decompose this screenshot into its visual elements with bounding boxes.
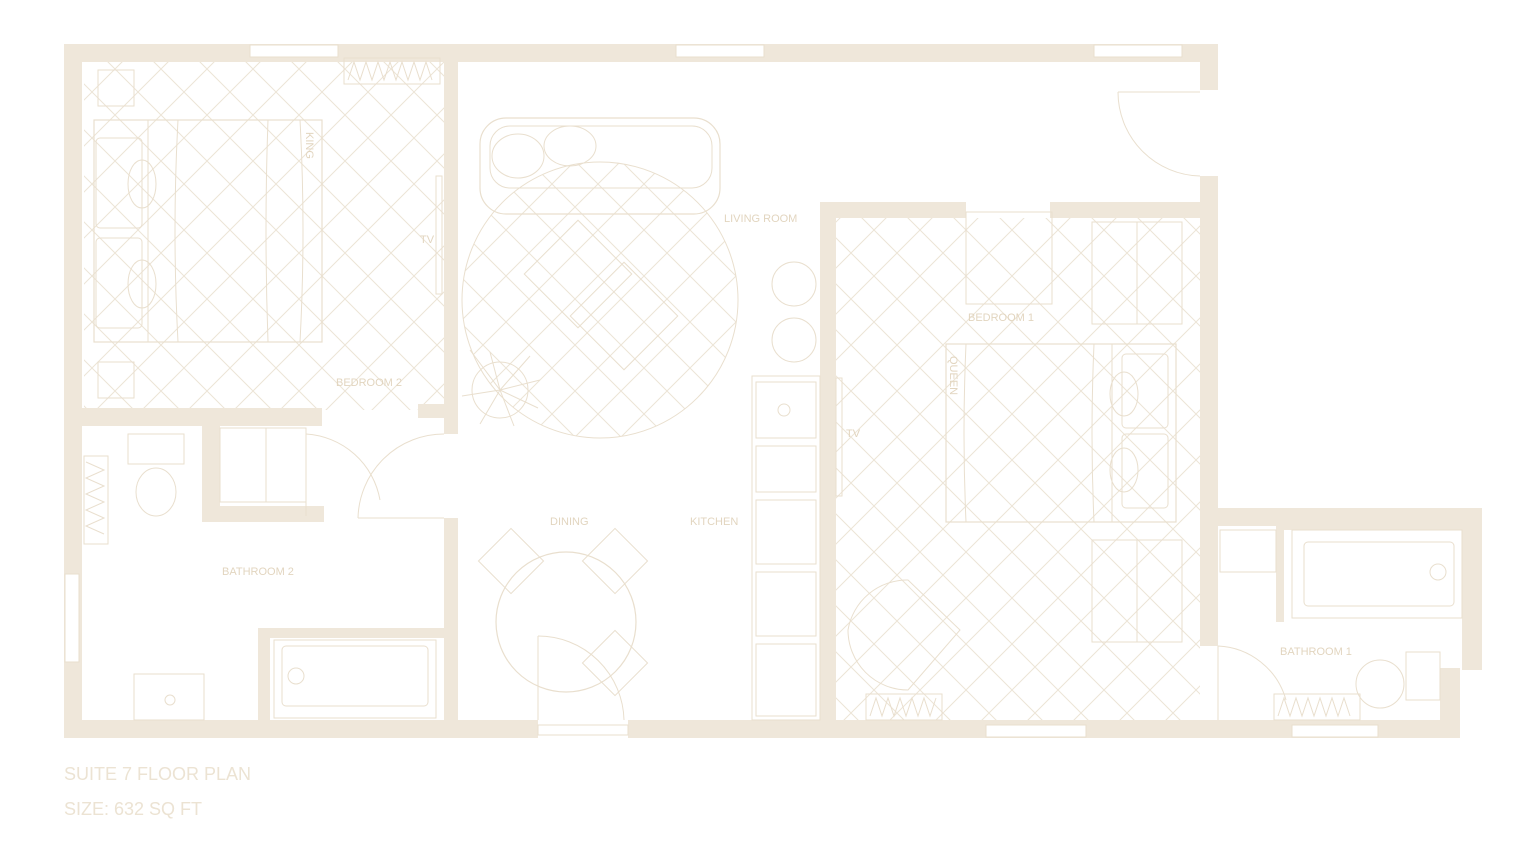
- stools: [771, 261, 817, 363]
- bathroom-2-door: [305, 433, 445, 519]
- kitchen-counter: [751, 375, 843, 721]
- room-label-kitchen: KITCHEN: [690, 516, 738, 528]
- tv-unit: [435, 175, 443, 295]
- room-label-living-room: LIVING ROOM: [724, 213, 797, 225]
- room-label-dining: DINING: [550, 516, 589, 528]
- armchair: [847, 579, 961, 691]
- bathroom-1-fixtures: [1219, 529, 1463, 721]
- bed-label-king: KING: [303, 132, 315, 159]
- queen-bed: [945, 343, 1177, 523]
- sofa: [479, 117, 721, 215]
- room-label-bedroom-2: BEDROOM 2: [336, 377, 402, 389]
- plan-size: SIZE: 632 SQ FT: [64, 799, 203, 819]
- room-label-bedroom-1: BEDROOM 1: [968, 312, 1034, 324]
- windows: [64, 44, 1379, 738]
- walls: [64, 44, 1482, 738]
- entry-door: [1117, 91, 1201, 177]
- bedroom-1-floor: [836, 218, 1200, 724]
- room-label-bathroom-1: BATHROOM 1: [1280, 646, 1352, 658]
- dining-door: [537, 635, 625, 721]
- dining-table: [477, 527, 649, 697]
- wardrobe: [343, 57, 441, 85]
- bathroom-2-fixtures: [83, 427, 437, 721]
- bedroom-2-floor: [84, 62, 444, 410]
- coffee-table: [523, 219, 679, 371]
- tv-label-bedroom-2: TV: [420, 234, 435, 246]
- bed-label-queen: QUEEN: [947, 356, 959, 395]
- tv-label-living: TV: [846, 428, 861, 440]
- bedroom-1-storage: [965, 211, 1183, 643]
- bathroom-1-door: [1217, 645, 1287, 720]
- plant: [461, 349, 541, 427]
- king-bed: [93, 119, 323, 343]
- nightstand: [97, 361, 135, 399]
- radiator: [865, 693, 943, 721]
- living-room-rug: [461, 161, 739, 439]
- nightstand: [97, 69, 135, 107]
- room-label-bathroom-2: BATHROOM 2: [222, 566, 294, 578]
- plan-title: SUITE 7 FLOOR PLAN: [64, 764, 252, 784]
